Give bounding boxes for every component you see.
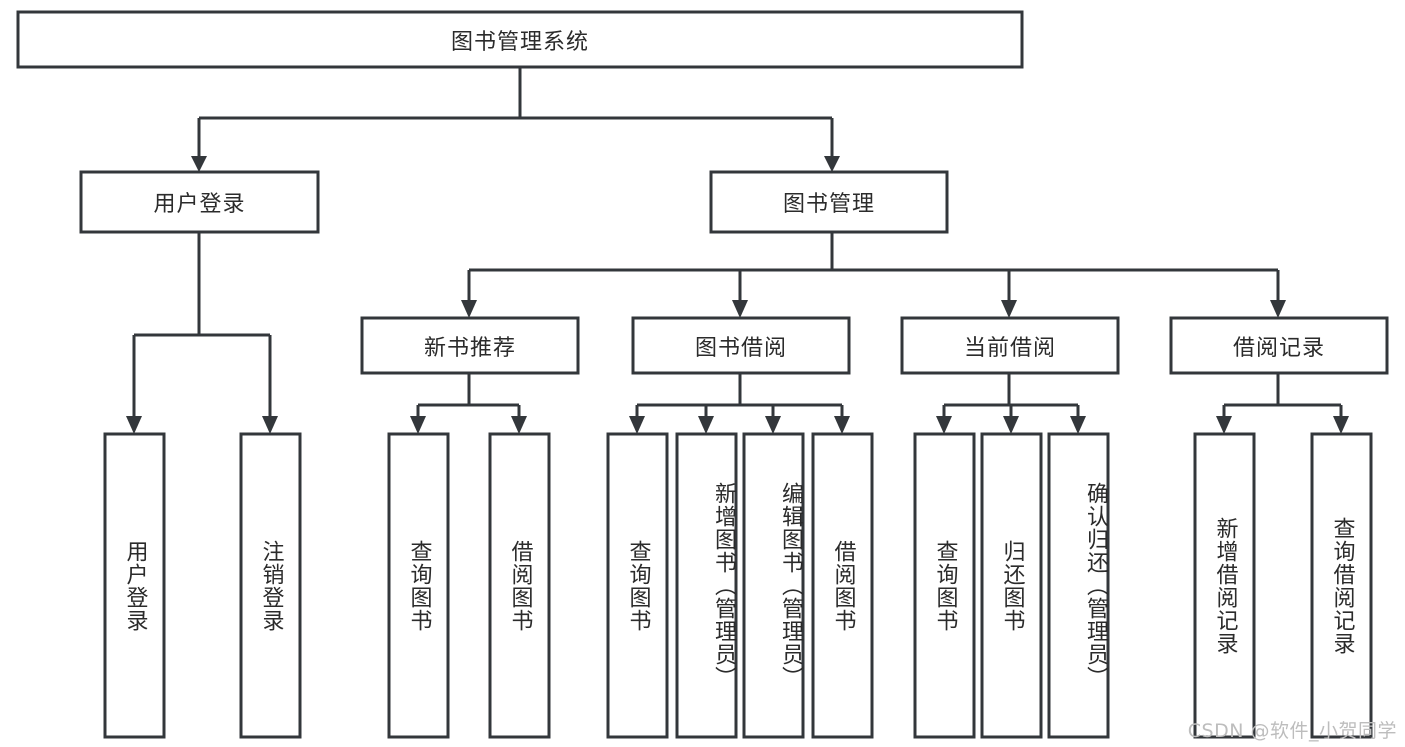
arrowhead-bb-add	[698, 416, 714, 434]
csdn-watermark: CSDN @软件_小贺同学	[1187, 720, 1397, 742]
connectors	[126, 67, 1349, 434]
node-box-leaf-bb-query-book[interactable]	[606, 432, 669, 739]
arrowhead-borrowrecords	[1270, 300, 1286, 318]
node-box-leaf-br-add-record[interactable]	[1193, 432, 1256, 739]
node-box-book-management[interactable]	[709, 170, 949, 234]
node-boxes	[16, 10, 1389, 739]
arrowhead-br-add	[1216, 416, 1232, 434]
arrowhead-bookborrow	[732, 300, 748, 318]
arrowhead-br-query	[1333, 416, 1349, 434]
node-box-leaf-cb-query-book[interactable]	[913, 432, 976, 739]
arrowhead-book-mgmt	[824, 156, 840, 172]
node-box-root[interactable]	[16, 10, 1024, 69]
node-box-leaf-user-login[interactable]	[103, 432, 166, 739]
node-box-leaf-nb-borrow-book[interactable]	[488, 432, 551, 739]
arrowhead-leaf-logout	[262, 416, 278, 434]
node-box-current-borrow[interactable]	[900, 316, 1120, 375]
node-box-user-login[interactable]	[79, 170, 320, 234]
arrowhead-newbooks	[461, 300, 477, 318]
arrowhead-nb-borrow	[511, 416, 527, 434]
node-box-leaf-bb-add-book[interactable]	[675, 432, 738, 739]
node-box-book-borrow[interactable]	[631, 316, 851, 375]
arrowhead-cb-query	[936, 416, 952, 434]
node-box-new-book-recommend[interactable]	[360, 316, 580, 375]
arrowhead-cb-return	[1003, 416, 1019, 434]
node-box-leaf-logout[interactable]	[239, 432, 302, 739]
node-box-leaf-cb-return-book[interactable]	[980, 432, 1043, 739]
node-box-leaf-br-query-record[interactable]	[1310, 432, 1373, 739]
arrowhead-user-login	[191, 156, 207, 172]
node-box-leaf-cb-confirm-return[interactable]	[1047, 432, 1110, 739]
arrowhead-currentborrow	[1001, 300, 1017, 318]
arrowhead-bb-borrow	[834, 416, 850, 434]
node-box-leaf-bb-edit-book[interactable]	[742, 432, 805, 739]
arrowhead-nb-query	[410, 416, 426, 434]
arrowhead-cb-confirm	[1070, 416, 1086, 434]
node-box-leaf-bb-borrow-book[interactable]	[811, 432, 874, 739]
node-box-leaf-nb-query-book[interactable]	[387, 432, 450, 739]
arrowhead-leaf-user-login	[126, 416, 142, 434]
node-box-borrow-records[interactable]	[1169, 316, 1389, 375]
arrowhead-bb-query	[629, 416, 645, 434]
arrowhead-bb-edit	[765, 416, 781, 434]
